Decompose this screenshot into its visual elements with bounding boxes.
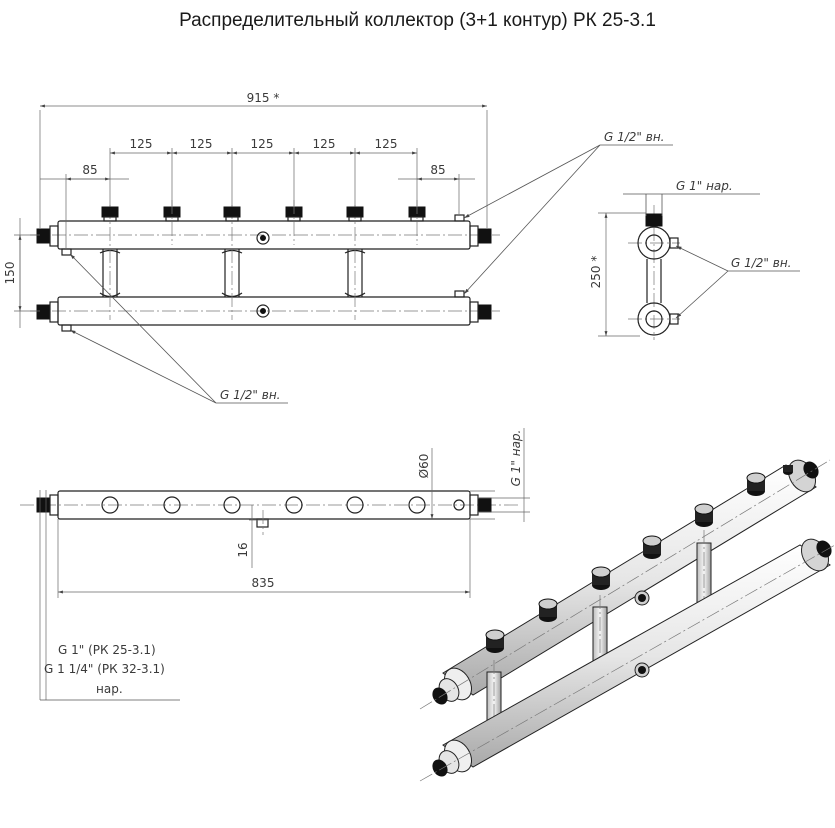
isometric-view [419,459,835,782]
dim-spacing-0: 85 [82,163,97,177]
dim-spacing-5: 125 [375,137,398,151]
top-diameter: Ø60 [417,454,431,479]
dim-spacing-2: 125 [190,137,213,151]
dim-spacing-3: 125 [251,137,274,151]
outlet-nozzles [101,200,426,245]
iso-bottom-pipe [419,538,835,782]
iso-outlet-nozzles [485,465,793,653]
end-note-line-1: G 1" (РК 25-3.1) [58,643,156,657]
dim-height: 150 [3,262,17,285]
end-note-line-3: нар. [96,682,123,696]
dim-spacing-1: 125 [130,137,153,151]
side-view: G 1" нар. 250 * G 1/2" вн. [589,179,800,340]
side-height: 250 * [589,256,603,289]
spacing-dimensions: 85 125 125 125 125 125 85 [40,137,475,248]
top-view: Ø60 G 1" нар. 16 835 G 1" (РК 25-3.1) G … [20,428,530,701]
side-thread-label: G 1/2" вн. [731,256,792,270]
iso-top-pipe [419,459,831,710]
dim-overall-length: 915 * [247,91,280,105]
thread-label-top-right: G 1/2" вн. [604,130,665,144]
thread-label-bottom-left: G 1/2" вн. [220,388,281,402]
top-end-thread: G 1" нар. [509,430,523,487]
end-note-line-2: G 1 1/4" (РК 32-3.1) [44,662,165,676]
front-view: 915 * 85 125 125 125 125 125 [3,91,673,404]
top-view-outlets [101,496,465,514]
top-length: 835 [252,576,275,590]
side-thread-top: G 1" нар. [676,179,733,193]
page-title: Распределительный коллектор (3+1 контур)… [179,10,656,31]
dim-spacing-6: 85 [430,163,445,177]
dim-spacing-4: 125 [313,137,336,151]
vertical-connectors [99,205,366,320]
top-offset: 16 [236,542,250,557]
